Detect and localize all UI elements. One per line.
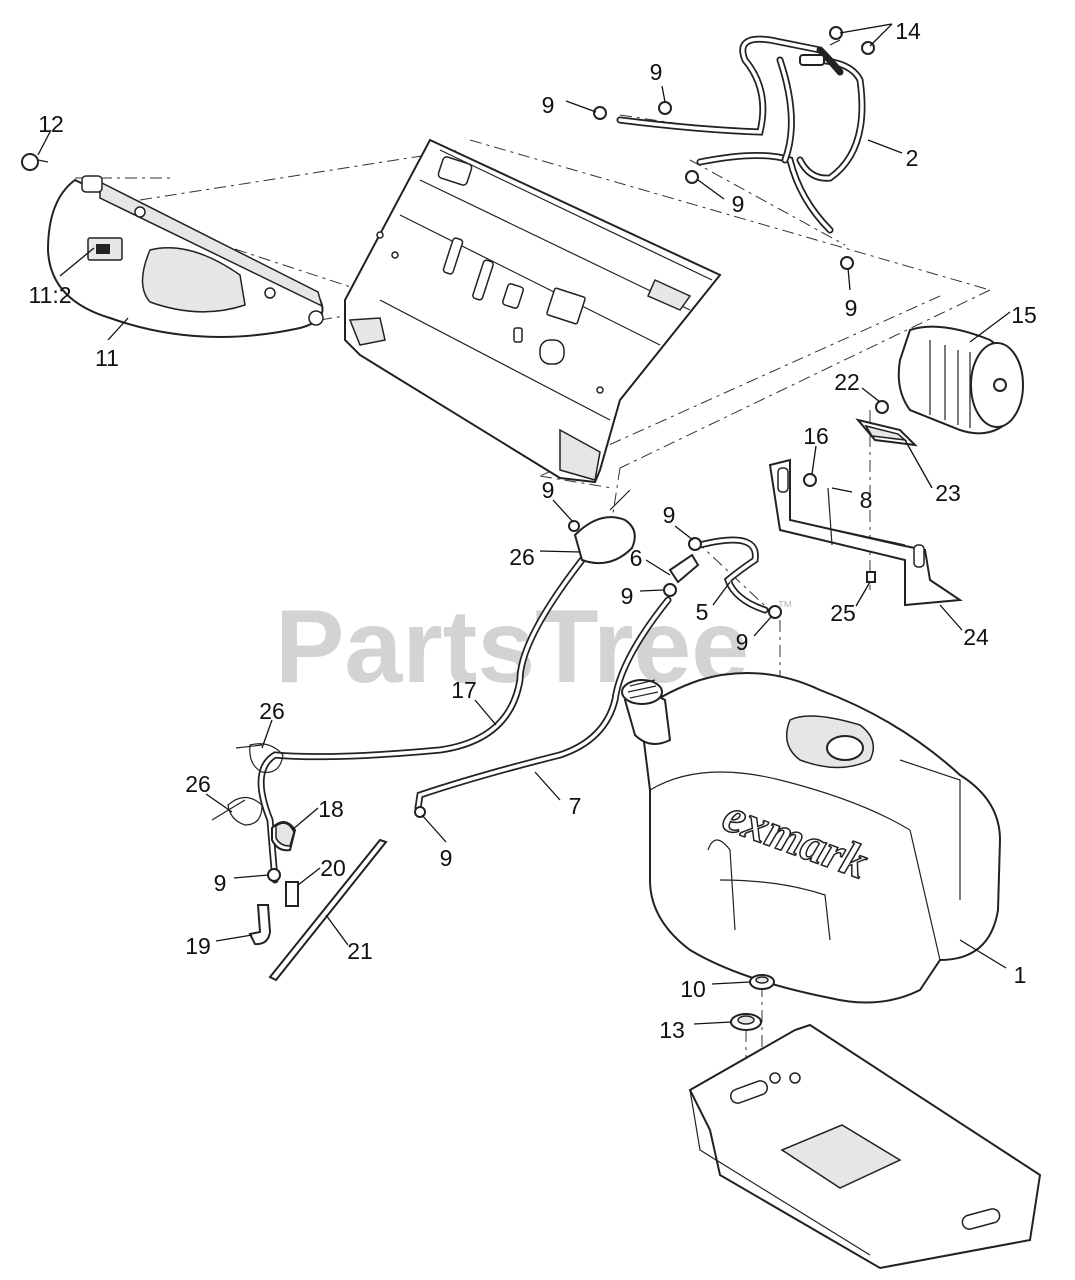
control-tower-plate <box>344 138 722 484</box>
vent-valve-26 <box>568 489 636 564</box>
fuel-filter-18 <box>271 821 297 852</box>
callout-c-9i: 9 <box>440 845 453 871</box>
callout-c-5: 5 <box>696 599 709 625</box>
callout-c-9d: 9 <box>845 295 858 321</box>
watermark-text: PartsTree <box>275 589 749 705</box>
callout-c-14: 14 <box>895 18 921 44</box>
callout-c-20: 20 <box>320 855 346 881</box>
callout-c-18: 18 <box>318 796 344 822</box>
callout-c-15: 15 <box>1011 302 1037 328</box>
watermark: PartsTree ™ <box>275 589 793 705</box>
dipstick-21 <box>268 838 388 982</box>
callout-c-9g: 9 <box>621 583 634 609</box>
callout-c-21: 21 <box>347 938 373 964</box>
callout-c-6: 6 <box>630 545 643 571</box>
canister-bracket-24 <box>768 458 963 607</box>
callout-c-2: 2 <box>906 145 919 171</box>
clip-23 <box>855 418 918 447</box>
callout-c-8: 8 <box>860 487 873 513</box>
callout-c-17: 17 <box>451 677 477 703</box>
leader-lines <box>37 23 1011 1025</box>
fitting-6 <box>663 553 700 597</box>
callout-c-7: 7 <box>569 793 582 819</box>
callout-c-25: 25 <box>830 600 856 626</box>
callout-c-1: 1 <box>1014 962 1027 988</box>
callout-c-26c: 26 <box>185 771 211 797</box>
vent-hose-17 <box>257 556 586 884</box>
callout-c-9b: 9 <box>542 92 555 118</box>
callout-c-10: 10 <box>680 976 706 1002</box>
callout-c-23: 23 <box>935 480 961 506</box>
callout-c-9c: 9 <box>732 191 745 217</box>
callout-c-11: 11 <box>95 345 119 371</box>
callout-c-19: 19 <box>185 933 211 959</box>
nut-22-16-25 <box>803 400 889 583</box>
clamp-9-lower <box>267 868 281 882</box>
callout-c-9e: 9 <box>542 477 555 503</box>
tee-20 <box>285 881 299 907</box>
fuel-line-7 <box>414 596 672 818</box>
callout-c-9j: 9 <box>214 870 227 896</box>
callout-c-26b: 26 <box>259 698 285 724</box>
control-panel-cover <box>46 175 324 338</box>
callout-c-26a: 26 <box>509 544 535 570</box>
elbow-19 <box>248 904 272 946</box>
callout-c-22: 22 <box>834 369 860 395</box>
grommets <box>730 974 775 1031</box>
callout-c-9f: 9 <box>663 502 676 528</box>
fuel-hose-assembly-2 <box>616 35 866 234</box>
callout-c-24: 24 <box>963 624 989 650</box>
bolt-12 <box>21 153 49 171</box>
callout-c-11-2: 11:2 <box>28 282 71 308</box>
callout-c-9a: 9 <box>650 59 663 85</box>
charcoal-canister-15 <box>897 325 1024 435</box>
callout-c-13: 13 <box>659 1017 685 1043</box>
callout-c-16: 16 <box>803 423 829 449</box>
fuel-hose-5 <box>688 536 782 619</box>
floor-plate <box>688 1023 1042 1270</box>
callout-c-9h: 9 <box>736 629 749 655</box>
fuel-cap <box>621 679 672 745</box>
fuel-tank-1: exmark <box>638 671 1002 1004</box>
callout-c-12: 12 <box>38 111 64 137</box>
